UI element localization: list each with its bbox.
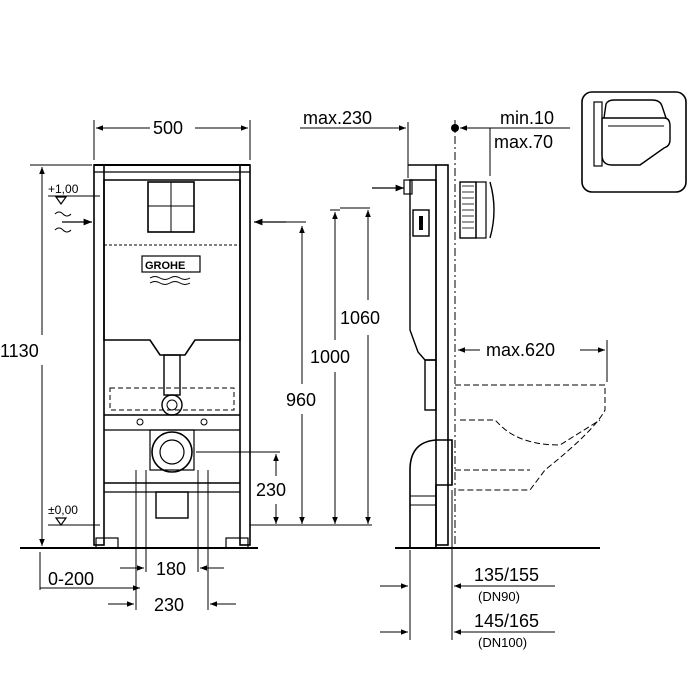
side-labels: max.230 min.10 max.70 max.620 135/155 (D… [303, 108, 555, 650]
dim-135-155-label: 135/155 [474, 565, 539, 585]
side-view [372, 120, 606, 549]
side-dimensions [300, 122, 608, 640]
grohe-logo-box [141, 255, 201, 273]
max-230-label: max.230 [303, 108, 372, 128]
drain-connector [151, 431, 193, 473]
level-triangle-icon [54, 196, 68, 206]
max-620-label: max.620 [486, 340, 555, 360]
height-230-label: 230 [256, 480, 286, 500]
height-1060-label: 1060 [340, 308, 380, 328]
front-view [20, 164, 286, 549]
level-triangle-icon-zero [54, 517, 68, 527]
dim-145-165-label: 145/165 [474, 611, 539, 631]
zero-level-label: ±0,00 [48, 503, 78, 517]
front-dimensions [30, 120, 372, 610]
height-960-label: 960 [286, 390, 316, 410]
frame-left-post [93, 164, 105, 546]
frame-right-post [239, 164, 251, 546]
max-70-label: max.70 [494, 132, 553, 152]
side-frame [435, 164, 449, 546]
range-0-200-label: 0-200 [48, 569, 94, 589]
height-total-label: 1130 [0, 341, 39, 361]
dn90-label: (DN90) [478, 589, 520, 604]
wall-hung-toilet-icon [581, 91, 687, 193]
brand-logo: GROHE [145, 260, 185, 272]
plus-level-label: +1,00 [48, 182, 79, 196]
dim-180-label: 180 [156, 559, 186, 579]
dn100-label: (DN100) [478, 635, 527, 650]
cistern [103, 179, 241, 356]
width-label: 500 [153, 118, 183, 138]
min-10-label: min.10 [500, 108, 554, 128]
side-drain-pipe [409, 439, 453, 548]
height-1000-label: 1000 [310, 347, 350, 367]
front-labels: 500 1130 +1,00 ±0,00 1060 1000 960 230 1… [0, 118, 380, 615]
dim-230-bottom-label: 230 [154, 595, 184, 615]
